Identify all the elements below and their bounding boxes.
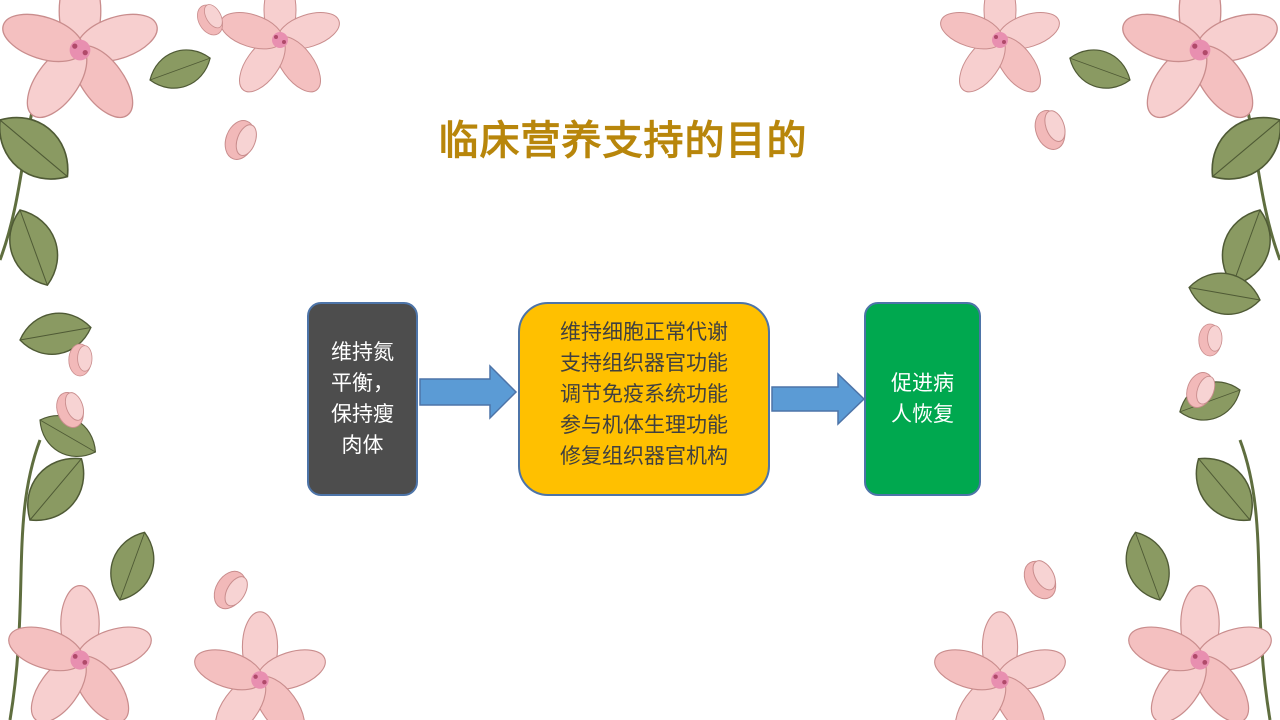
middle-box-line: 维持细胞正常代谢 xyxy=(560,320,728,344)
flow-box-middle: 维持细胞正常代谢 支持组织器官功能 调节免疫系统功能 参与机体生理功能 修复组织… xyxy=(518,302,770,496)
arrow-right-icon xyxy=(771,372,866,426)
right-box-line: 人恢复 xyxy=(891,402,954,426)
middle-box-line: 参与机体生理功能 xyxy=(560,413,728,437)
middle-box-line: 支持组织器官功能 xyxy=(560,351,728,375)
middle-box-line: 修复组织器官机构 xyxy=(560,444,728,468)
flow-box-left: 维持氮 平衡， 保持瘦 肉体 xyxy=(307,302,418,496)
flow-box-right: 促进病 人恢复 xyxy=(864,302,981,496)
left-box-line: 保持瘦 xyxy=(331,402,394,426)
right-box-line: 促进病 xyxy=(891,371,954,395)
arrow-right-icon xyxy=(419,364,518,420)
left-box-line: 维持氮 xyxy=(331,340,394,364)
left-box-line: 肉体 xyxy=(341,433,384,457)
left-box-line: 平衡， xyxy=(331,371,394,395)
slide-title: 临床营养支持的目的 xyxy=(438,118,808,164)
middle-box-line: 调节免疫系统功能 xyxy=(560,382,728,406)
